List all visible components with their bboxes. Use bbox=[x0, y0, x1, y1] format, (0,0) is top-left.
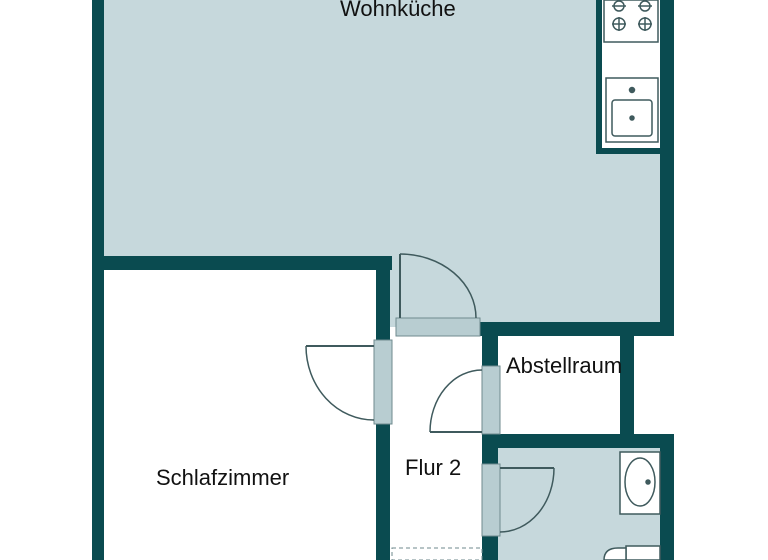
room-label-abstellraum: Abstellraum bbox=[506, 353, 623, 378]
door-bad[interactable] bbox=[481, 463, 555, 537]
stove-icon bbox=[603, 0, 659, 43]
floor-wohnkuche-corridor bbox=[388, 255, 666, 327]
wall-wohnkuche-south bbox=[92, 256, 392, 270]
wall-corridor-south bbox=[480, 322, 674, 336]
floor-abstellraum bbox=[496, 336, 622, 436]
door-flur-south[interactable] bbox=[391, 547, 483, 560]
door-wohnkuche[interactable] bbox=[395, 253, 481, 337]
wall-abstellraum-west bbox=[482, 322, 498, 366]
floor-wohnkuche bbox=[102, 0, 666, 260]
wall-abstellraum-east bbox=[620, 322, 634, 448]
room-label-schlafzimmer: Schlafzimmer bbox=[156, 465, 290, 490]
door-schlafzimmer[interactable] bbox=[305, 339, 393, 425]
toilet-icon bbox=[603, 545, 661, 560]
wall-schlafzimmer-east-top bbox=[376, 256, 390, 340]
floor-flur bbox=[392, 334, 482, 560]
room-label-flur: Flur 2 bbox=[405, 455, 462, 480]
wall-kitchen-counter-left bbox=[596, 0, 602, 152]
wall-bad-east bbox=[660, 434, 674, 560]
walls bbox=[92, 0, 674, 560]
wall-schlafzimmer-east-bottom bbox=[376, 424, 390, 560]
room-label-wohnkuche: Wohnküche bbox=[340, 0, 456, 21]
sink-icon bbox=[605, 77, 659, 143]
wall-kitchen-counter-bottom bbox=[596, 148, 666, 154]
wall-outer-right-top bbox=[660, 0, 674, 336]
washbasin-icon bbox=[619, 451, 661, 515]
wall-outer-left bbox=[92, 0, 104, 560]
door-abstellraum[interactable] bbox=[429, 365, 501, 435]
floor-schlafzimmer bbox=[102, 266, 380, 560]
wall-abstellraum-south bbox=[482, 434, 674, 448]
